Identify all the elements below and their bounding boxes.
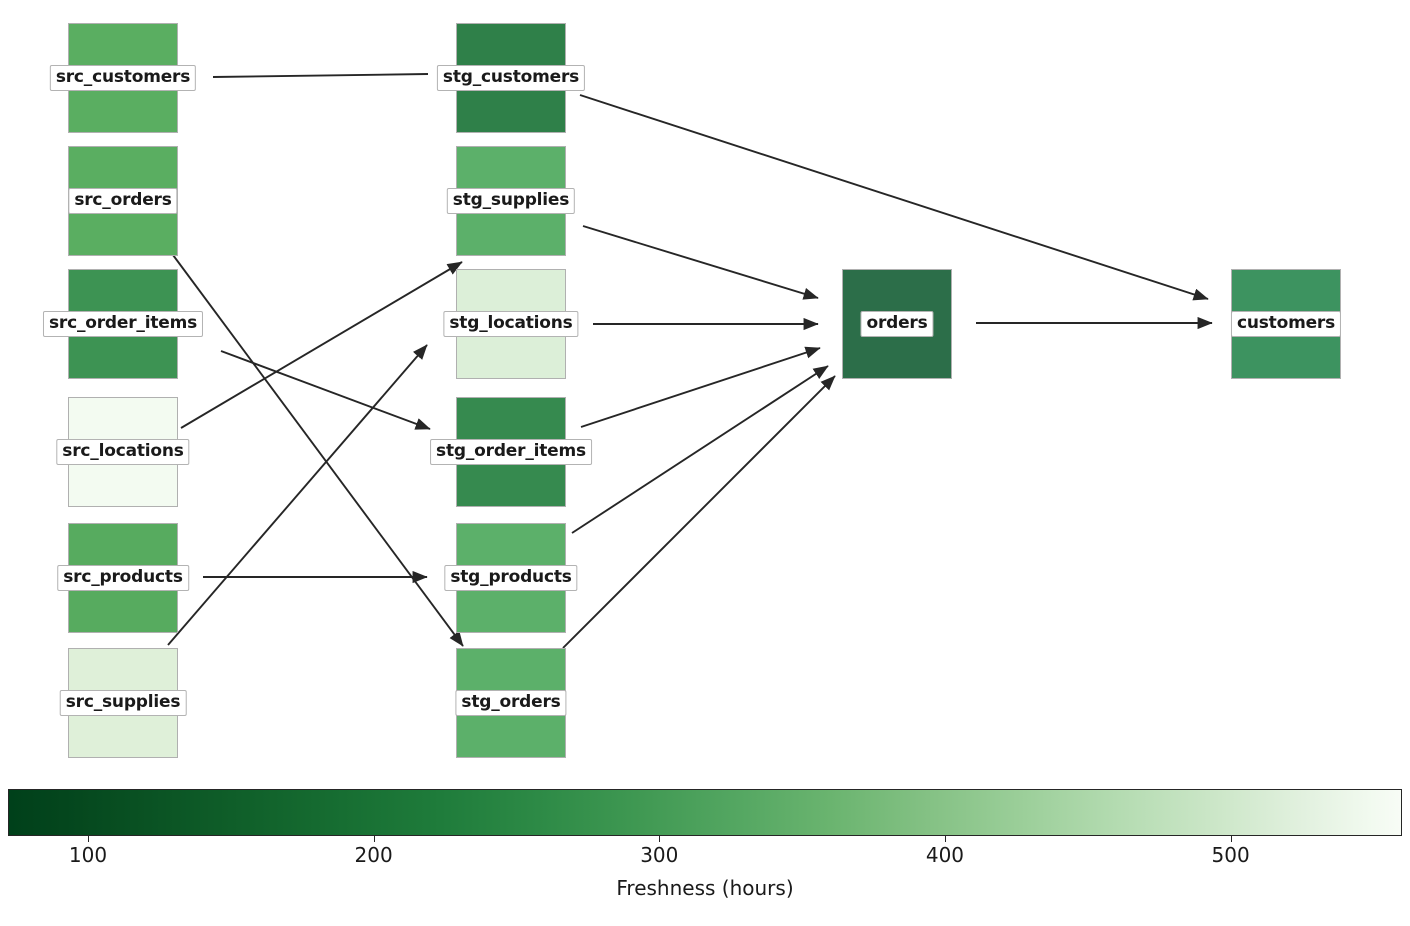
edge-stg_supplies-to-orders <box>582 225 819 300</box>
node-label-stg_locations: stg_locations <box>443 310 579 338</box>
colorbar-gradient <box>8 789 1402 836</box>
edge-src_orders-to-stg_orders <box>172 254 464 647</box>
node-label-src_locations: src_locations <box>56 438 190 466</box>
colorbar-tick-500 <box>1230 836 1232 842</box>
colorbar-axis-label: Freshness (hours) <box>616 876 794 900</box>
node-label-src_order_items: src_order_items <box>42 310 204 338</box>
colorbar-tick-200 <box>373 836 375 842</box>
edge-src_customers-to-stg_customers <box>212 73 429 78</box>
colorbar-tick-label-200: 200 <box>354 843 393 867</box>
colorbar-tick-label-300: 300 <box>640 843 679 867</box>
node-label-src_products: src_products <box>57 564 189 592</box>
node-label-src_supplies: src_supplies <box>59 689 187 717</box>
colorbar-tick-label-500: 500 <box>1211 843 1250 867</box>
colorbar-tick-label-400: 400 <box>925 843 965 867</box>
node-label-orders: orders <box>860 310 934 338</box>
edge-stg_orders-to-orders <box>562 375 836 649</box>
node-label-stg_orders: stg_orders <box>455 689 567 717</box>
node-label-src_customers: src_customers <box>49 64 197 92</box>
edge-layer <box>167 73 1213 649</box>
node-label-stg_products: stg_products <box>444 564 578 592</box>
edge-stg_products-to-orders <box>571 365 829 534</box>
colorbar-tick-100 <box>87 836 89 842</box>
edge-src_supplies-to-stg_order_items <box>167 344 428 646</box>
colorbar-tick-label-100: 100 <box>68 843 108 867</box>
node-label-stg_order_items: stg_order_items <box>430 438 592 466</box>
edge-src_order_items-to-stg_order_items <box>220 350 431 430</box>
colorbar-legend: 100 200 300 400 500 Freshness (hours) <box>0 780 1410 926</box>
edge-stg_order_items-to-orders <box>580 346 821 428</box>
node-label-stg_supplies: stg_supplies <box>446 187 576 215</box>
colorbar-tick-300 <box>659 836 661 842</box>
colorbar-tick-400 <box>944 836 946 842</box>
node-label-stg_customers: stg_customers <box>436 64 586 92</box>
edge-src_locations-to-stg_locations <box>180 261 463 429</box>
node-label-customers: customers <box>1230 310 1342 338</box>
node-label-src_orders: src_orders <box>68 187 178 215</box>
